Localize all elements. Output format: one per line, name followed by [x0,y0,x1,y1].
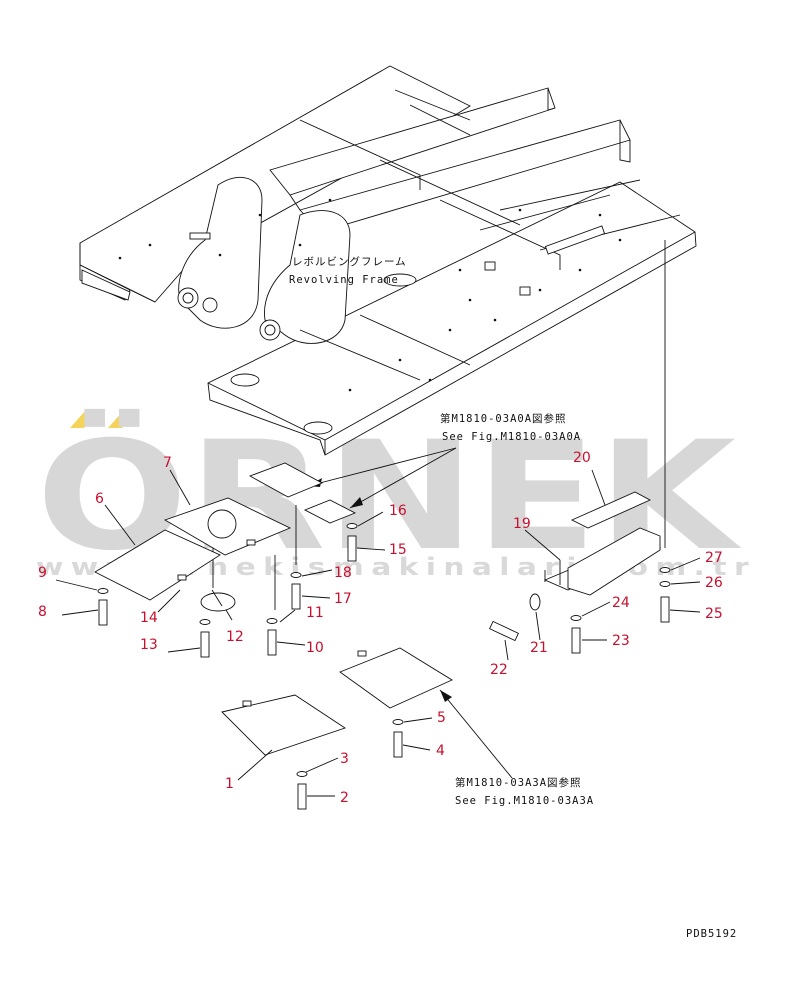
cover-plate-ref-a [248,462,324,498]
reference-top-jp: 第M1810-03A0A図参照 [440,412,567,425]
callout-2: 2 [340,790,349,806]
watermark-accent-right [108,410,138,428]
callout-15: 15 [389,542,407,558]
callout-19: 19 [513,516,531,532]
revolving-frame-drawing [79,65,697,456]
cover-plate-ref-b [303,499,357,524]
cover-plate-6 [94,529,221,601]
callout-13: 13 [140,637,158,653]
callout-14: 14 [140,610,158,626]
callout-3: 3 [340,751,349,767]
cover-plate-5 [339,647,453,709]
callout-16: 16 [389,503,407,519]
callout-20: 20 [573,450,591,466]
callout-5: 5 [437,710,446,726]
drawing-number: PDB5192 [686,928,737,940]
fasteners [97,523,671,810]
callout-17: 17 [334,591,352,607]
callout-4: 4 [436,743,445,759]
callout-8: 8 [38,604,47,620]
callout-10: 10 [306,640,324,656]
cover-12 [200,592,236,612]
callout-26: 26 [705,575,723,591]
reference-note-bottom: 第M1810-03A3A図参照 See Fig.M1810-03A3A [439,689,594,807]
watermark-accent-left [70,410,100,428]
leader-lines [55,469,701,797]
callout-22: 22 [490,662,508,678]
reference-bottom-en: See Fig.M1810-03A3A [455,795,594,807]
cover-plate-3 [221,694,347,756]
callout-27: 27 [705,550,723,566]
parts [55,240,701,810]
callout-9: 9 [38,565,47,581]
callout-11: 11 [306,605,324,621]
callout-6: 6 [95,491,104,507]
callout-12: 12 [226,629,244,645]
callout-numbers: 1 2 3 4 5 6 7 8 9 10 11 12 13 14 15 16 1… [38,450,723,806]
callout-7: 7 [163,455,172,471]
reference-top-en: See Fig.M1810-03A0A [442,431,581,443]
callout-18: 18 [334,565,352,581]
callout-25: 25 [705,606,723,622]
frame-label-jp: レボルビングフレーム [292,255,407,268]
callout-23: 23 [612,633,630,649]
cover-20 [570,491,652,529]
reference-bottom-jp: 第M1810-03A3A図参照 [455,776,582,789]
callout-24: 24 [612,595,630,611]
frame-label-en: Revolving Frame [289,274,399,286]
callout-1: 1 [225,776,234,792]
frame-label: レボルビングフレーム Revolving Frame [289,255,407,286]
reference-note-top: 第M1810-03A0A図参照 See Fig.M1810-03A0A [307,412,581,509]
callout-21: 21 [530,640,548,656]
